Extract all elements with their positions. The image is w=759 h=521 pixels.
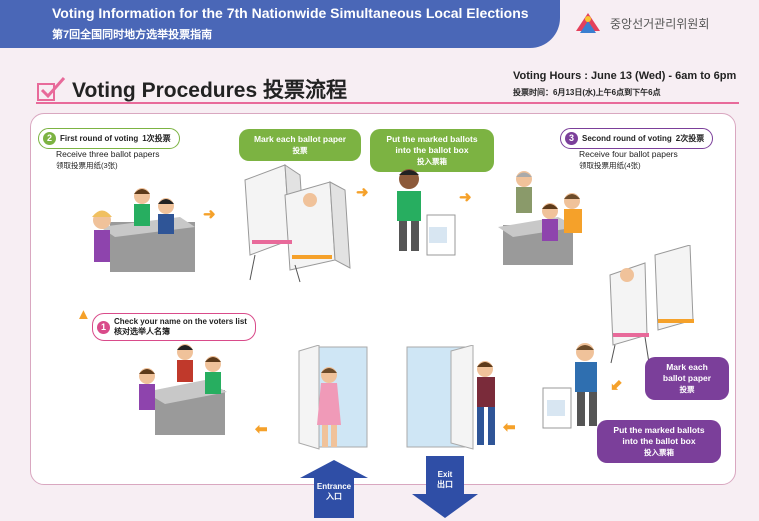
entrance-arrow-icon [300, 460, 368, 518]
arrow-up-icon: ▲ [76, 306, 91, 323]
header-blue-band [0, 0, 560, 48]
step-2-desc: Receive three ballot papers 领取投票用纸(3张) [56, 149, 160, 170]
step-3-pill: 3 Second round of voting 2次投票 [560, 128, 714, 149]
header-banner: Voting Information for the 7th Nationwid… [0, 0, 759, 52]
exit-door-illustration [406, 345, 495, 450]
step-3-desc: Receive four ballot papers 领取投票用纸(4张) [579, 149, 678, 170]
arrow-right-icon-1: ➜ [203, 206, 216, 223]
step-3-label: Second round of voting [582, 134, 672, 143]
ballot-box-voter-illustration-1 [397, 169, 456, 256]
registration-desk-illustration-2 [498, 171, 582, 265]
registration-desk-illustration [92, 188, 195, 272]
checkmark-icon [37, 77, 66, 101]
header-subtitle: 第7回全国同时地方选举投票指南 [52, 29, 213, 41]
step-2-number: 2 [43, 132, 56, 145]
step-2-label-zh: 1次投票 [142, 134, 171, 143]
step-2-label: First round of voting [60, 134, 139, 143]
voting-booth-illustration-1 [244, 164, 351, 283]
arrow-down-left-icon: ⬋ [610, 377, 623, 394]
step-3-label-zh: 2次投票 [675, 134, 705, 143]
nec-logo: 중앙선거관리위원회 [572, 8, 722, 38]
voting-hours-zh: 投票时间：6月13日(水)上午6点到下午6点 [513, 88, 661, 97]
step-1-number: 1 [97, 320, 110, 334]
step-3-number: 3 [565, 132, 578, 145]
section-title: Voting Procedures 投票流程 [72, 79, 347, 102]
nec-logo-icon [576, 13, 600, 33]
arrow-right-icon-2: ➜ [356, 184, 369, 201]
voting-booth-illustration-2 [609, 245, 694, 364]
ballot-box-voter-illustration-2 [542, 343, 597, 429]
arrow-left-icon-1: ⬅ [503, 419, 516, 436]
entrance-door-illustration [298, 345, 368, 450]
arrow-right-icon-3: ➜ [459, 189, 472, 206]
voting-hours-en: Voting Hours : June 13 (Wed) - 6am to 6p… [513, 70, 737, 82]
section-divider [36, 102, 739, 104]
arrow-left-icon-2: ⬅ [255, 421, 268, 438]
org-name: 중앙선거관리위원회 [610, 16, 710, 31]
voters-list-desk-illustration [139, 344, 227, 435]
exit-arrow-icon [412, 456, 478, 518]
step-2-pill: 2 First round of voting 1次投票 [38, 128, 180, 149]
header-title: Voting Information for the 7th Nationwid… [52, 5, 529, 21]
